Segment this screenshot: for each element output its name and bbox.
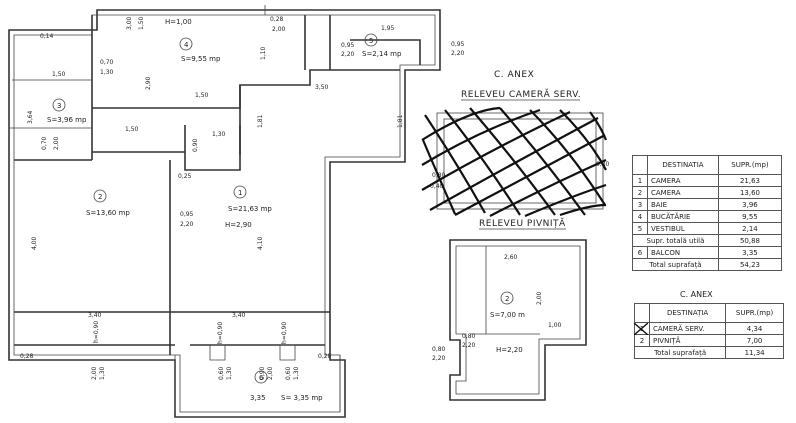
svg-text:1,30: 1,30 (293, 366, 300, 380)
col-supr: SUPR.(mp) (717, 155, 783, 175)
svg-text:0,95: 0,95 (180, 211, 194, 218)
anex-heading: C. ANEX (494, 70, 534, 80)
svg-text:2,00: 2,00 (267, 366, 274, 380)
svg-text:2,20: 2,20 (341, 51, 355, 58)
room4-height: H=1,00 (165, 18, 192, 26)
table-row: 5 VESTIBUL 2,14 (632, 222, 783, 235)
svg-text:h=0,90: h=0,90 (93, 321, 100, 343)
pivnita-title: RELEVEU PIVNIȚĂ (479, 217, 566, 229)
svg-text:1,50: 1,50 (125, 126, 139, 133)
room1-area: S=21,63 mp (228, 205, 272, 213)
table-row-balcon: 6 BALCON 3,35 (632, 246, 783, 259)
room3-area: S=3,96 mp (47, 116, 87, 124)
svg-text:1,30: 1,30 (99, 366, 106, 380)
room1-height: H=2,90 (225, 221, 252, 229)
room1-number: 1 (238, 189, 242, 197)
room6-dim: 3,35 (250, 394, 266, 402)
dimension-labels: 0,14 1,50 3,00 1,50 0,28 2,00 1,95 0,95 … (20, 16, 465, 380)
svg-text:1,50: 1,50 (195, 92, 209, 99)
table-row: 2 CAMERA 13,60 (632, 186, 783, 199)
table-row-total: Total suprafață 54,23 (632, 258, 783, 271)
svg-text:1,10: 1,10 (260, 46, 267, 60)
svg-text:0,70: 0,70 (41, 136, 48, 150)
svg-text:0,70: 0,70 (100, 59, 114, 66)
svg-text:0,90: 0,90 (259, 366, 266, 380)
table-row: 4 BUCĂTĂRIE 9,55 (632, 210, 783, 223)
svg-text:2,20: 2,20 (462, 342, 476, 349)
svg-text:2,00: 2,00 (272, 26, 286, 33)
table-row-total: Total suprafață 11,34 (633, 346, 784, 359)
svg-text:h=0,90: h=0,90 (217, 322, 224, 344)
room6-area: S= 3,35 mp (281, 394, 323, 402)
room4-number: 4 (184, 41, 189, 49)
svg-text:2,60: 2,60 (504, 254, 518, 261)
anex-col-supr: SUPR.(mp) (725, 303, 784, 323)
svg-text:2,00: 2,00 (53, 136, 60, 150)
crossout-hatch (421, 106, 608, 218)
svg-text:0,40: 0,40 (430, 183, 444, 190)
svg-text:1,30: 1,30 (212, 131, 226, 138)
svg-text:2,00: 2,00 (536, 291, 543, 305)
room6-number: 6 (259, 374, 264, 382)
svg-text:1,95: 1,95 (381, 25, 395, 32)
svg-text:3,40: 3,40 (88, 312, 102, 319)
svg-text:4,00: 4,00 (31, 236, 38, 250)
svg-text:1,30: 1,30 (100, 69, 114, 76)
svg-text:0,80: 0,80 (462, 333, 476, 340)
svg-text:2,90: 2,90 (145, 76, 152, 90)
svg-text:2,20: 2,20 (432, 355, 446, 362)
svg-text:1,81: 1,81 (397, 114, 404, 128)
svg-text:0,28: 0,28 (270, 16, 284, 23)
svg-text:0,60: 0,60 (218, 366, 225, 380)
svg-text:0,28: 0,28 (20, 353, 34, 360)
col-destinatia: DESTINATIA (647, 155, 719, 175)
camera-serv-title: RELEVEU CAMERĂ SERV. (461, 88, 581, 100)
svg-text:0,28: 0,28 (318, 353, 332, 360)
table-row: 1 CAMERĂ SERV. 4,34 (634, 322, 784, 335)
room5-area: S=2,14 mp (362, 50, 402, 58)
room3-number: 3 (57, 102, 61, 110)
svg-text:4,10: 4,10 (257, 236, 264, 250)
svg-text:3,50: 3,50 (315, 84, 329, 91)
room4-area: S=9,55 mp (181, 55, 221, 63)
svg-text:0,25: 0,25 (178, 173, 192, 180)
svg-text:1,50: 1,50 (138, 16, 145, 30)
svg-text:h=0,90: h=0,90 (281, 322, 288, 344)
table-row: 2 PIVNIȚĂ 7,00 (634, 334, 784, 347)
svg-text:3,40: 3,40 (232, 312, 246, 319)
svg-text:0,14: 0,14 (40, 33, 54, 40)
svg-text:3,00: 3,00 (126, 16, 133, 30)
anex-col-destinatia: DESTINAȚIA (648, 303, 727, 323)
pivnita-plan: 2,60 2,00 1,00 0,80 2,20 0,80 2,20 S=7,0… (432, 239, 587, 401)
anex-table-title: C. ANEX (680, 290, 713, 299)
room2-number: 2 (98, 193, 102, 201)
svg-text:0,80: 0,80 (432, 346, 446, 353)
svg-text:0,60: 0,60 (285, 366, 292, 380)
pivnita-room-number: 2 (505, 295, 509, 303)
summary-table: DESTINATIA SUPR.(mp) 1 CAMERA 21,63 2 CA… (632, 155, 783, 271)
svg-text:1,50: 1,50 (52, 71, 66, 78)
table-row: 1 CAMERA 21,63 (632, 174, 783, 187)
svg-text:2,00: 2,00 (91, 366, 98, 380)
pivnita-height: H=2,20 (496, 346, 523, 354)
table-row: 3 BAIE 3,96 (632, 198, 783, 211)
svg-text:1,81: 1,81 (257, 114, 264, 128)
svg-text:0,95: 0,95 (341, 42, 355, 49)
pivnita-area: S=7,00 m (490, 311, 525, 319)
svg-text:0,90: 0,90 (192, 138, 199, 152)
anex-table: DESTINAȚIA SUPR.(mp) 1 CAMERĂ SERV. 4,34… (633, 303, 784, 359)
svg-text:3,64: 3,64 (27, 110, 34, 124)
room5-number: 5 (369, 37, 373, 45)
svg-text:1,00: 1,00 (548, 322, 562, 329)
svg-text:2,20: 2,20 (451, 50, 465, 57)
room-markers (52, 33, 514, 384)
crossed-out-icon (634, 323, 648, 335)
svg-text:1,30: 1,30 (226, 366, 233, 380)
table-row-supr-totala: Supr. totală utilă 50,88 (632, 234, 783, 247)
svg-text:0,95: 0,95 (451, 41, 465, 48)
room2-area: S=13,60 mp (86, 209, 130, 217)
svg-text:2,20: 2,20 (180, 221, 194, 228)
apartment-walls (8, 5, 441, 418)
